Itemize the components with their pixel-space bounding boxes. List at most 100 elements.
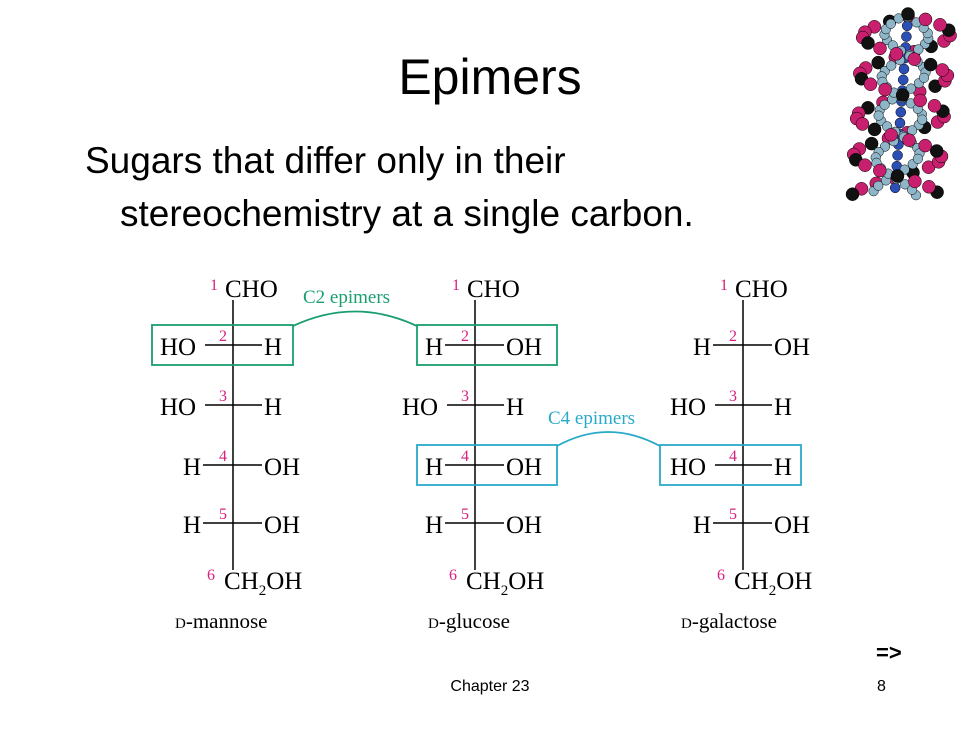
dna-atom-sphere [933,18,947,32]
dna-atom-sphere [895,88,910,102]
mannose-c5-right: OH [264,512,300,539]
dna-atom-sphere [927,99,942,113]
dna-atom-sphere [897,74,909,86]
dna-helix-icon [845,7,957,201]
glucose-structure: 1 CHO H 2 OH HO 3 H H 4 OH H 5 OH 6 CH2O… [402,276,558,633]
dna-atom-sphere [895,106,907,118]
dna-atom-sphere [923,57,938,72]
galactose-c3-right: H [774,394,792,421]
mannose-c4-right: OH [264,454,300,481]
glucose-c5-number: 5 [461,506,469,523]
dna-atom-sphere [861,36,875,50]
dna-atom-sphere [905,83,917,94]
galactose-c1-group: CHO [735,276,788,303]
bullet-line-2: stereochemistry at a single carbon. [120,193,694,234]
mannose-c1-number: 1 [210,277,218,294]
galactose-c4-highlight-box [659,444,802,486]
dna-atom-sphere [855,117,870,131]
galactose-c1-number: 1 [720,277,728,294]
dna-atom-sphere [889,47,904,61]
dna-atom-sphere [873,163,887,178]
galactose-c6-group: CH2OH [734,568,812,599]
mannose-structure: 1 CHO HO 2 H HO 3 H H 4 OH H 5 OH 6 CH2O… [151,276,302,633]
mannose-c4-number: 4 [219,448,227,465]
galactose-c4-number: 4 [729,448,737,465]
dna-atom-sphere [902,133,916,147]
mannose-c2-left: HO [160,334,196,361]
galactose-c3-left: HO [670,394,706,421]
next-arrow: => [876,640,902,665]
dna-atom-sphere [907,52,922,66]
mannose-c3-number: 3 [219,388,227,405]
dna-atom-sphere [867,122,882,137]
bullet-line-1: Sugars that differ only in their [85,140,566,181]
galactose-c5-left: H [693,512,711,539]
glucose-c4-right: OH [506,454,542,481]
slide-title: Epimers [398,49,582,105]
dna-atom-sphere [873,110,884,121]
dna-atom-sphere [873,180,884,191]
dna-atom-sphere [917,114,928,125]
glucose-c1-group: CHO [467,276,520,303]
galactose-structure: 1 CHO H 2 OH HO 3 H HO 4 H H 5 OH 6 CH2O… [659,276,812,633]
dna-atom-sphere [894,117,906,129]
glucose-c1-number: 1 [452,277,460,294]
mannose-c5-left: H [183,512,201,539]
glucose-c5-right: OH [506,512,542,539]
dna-atom-sphere [918,72,930,83]
dna-atom-sphere [913,93,927,108]
glucose-name: D-glucose [428,609,510,633]
dna-atom-sphere [908,174,922,189]
dna-atom-sphere [863,77,878,91]
c2-epimer-connector [292,310,418,327]
dna-atom-sphere [901,31,912,42]
dna-atom-sphere [922,180,936,194]
glucose-c2-left: H [425,334,443,361]
mannose-c1-group: CHO [225,276,278,303]
galactose-c4-left: HO [670,454,706,481]
dna-atom-sphere [918,12,933,27]
dna-atom-sphere [929,144,944,158]
galactose-c2-left: H [693,334,711,361]
dna-atom-sphere [918,138,932,153]
mannose-c6-number: 6 [207,567,215,584]
galactose-c4-right: H [774,454,792,481]
c2-epimer-label: C2 epimers [303,287,390,308]
mannose-c6-group: CH2OH [224,568,302,599]
dna-atom-sphere [858,158,872,172]
mannose-c3-right: H [264,394,282,421]
dna-atom-sphere [901,7,915,21]
glucose-c3-left: HO [402,394,438,421]
dna-atom-sphere [890,169,905,183]
glucose-c4-left: H [425,454,443,481]
dna-atom-sphere [884,128,898,142]
glucose-c3-number: 3 [461,388,469,405]
c4-epimer-label: C4 epimers [548,408,635,429]
glucose-c6-number: 6 [449,567,457,584]
glucose-c2-number: 2 [461,328,469,345]
glucose-c3-right: H [506,394,524,421]
dna-atom-sphere [901,20,913,32]
galactose-name: D-galactose [681,609,777,633]
dna-atom-sphere [864,136,879,151]
galactose-c2-right: OH [774,334,810,361]
dna-atom-sphere [898,63,910,75]
glucose-c4-highlight-box [416,444,558,486]
dna-atom-sphere [935,63,950,77]
mannose-name: D-mannose [175,609,268,633]
slide-footer: Chapter 23 [450,678,530,695]
dna-atom-sphere [886,60,897,71]
dna-atom-sphere [873,41,887,56]
dna-atom-sphere [878,82,892,97]
dna-atom-sphere [879,99,890,110]
glucose-c2-highlight-box [416,324,558,366]
mannose-c2-number: 2 [219,328,227,345]
glucose-c2-right: OH [506,334,542,361]
mannose-c3-left: HO [160,394,196,421]
dna-atom-sphere [912,153,923,164]
mannose-c4-left: H [183,454,201,481]
page-number: 8 [877,678,886,695]
dna-atom-sphere [885,18,896,29]
mannose-c2-highlight-box [151,324,294,366]
